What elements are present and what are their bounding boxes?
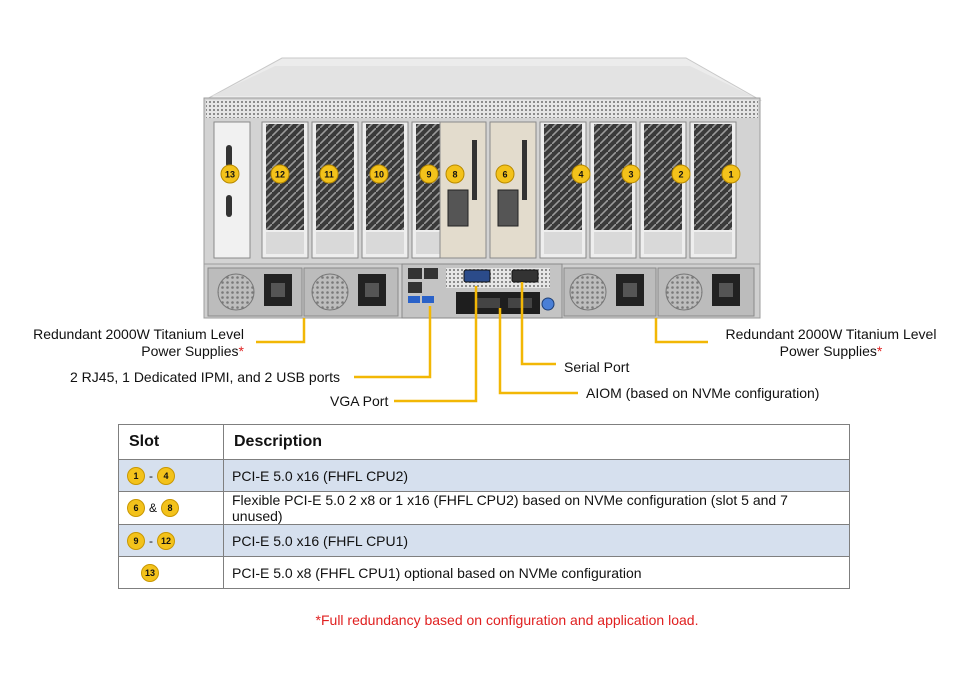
table-row: 1-4 PCI-E 5.0 x16 (FHFL CPU2) bbox=[118, 459, 850, 492]
slot-badge-circle bbox=[220, 164, 240, 184]
slot-badge: 6 bbox=[127, 499, 145, 518]
slot-badge-circle bbox=[445, 164, 465, 184]
slot-badge-circle bbox=[495, 164, 515, 184]
slot-badge-circle bbox=[270, 164, 290, 184]
pcie-slot bbox=[489, 121, 537, 259]
slot-badge-circle bbox=[621, 164, 641, 184]
callout-lines bbox=[256, 282, 708, 403]
slot-badge-label: 9 bbox=[426, 170, 431, 180]
slot-badge-label: 2 bbox=[678, 170, 683, 180]
psu-left-label: Redundant 2000W Titanium Level Power Sup… bbox=[33, 326, 244, 359]
slot-badge-circle bbox=[571, 164, 591, 184]
description-cell: PCI-E 5.0 x16 (FHFL CPU2) bbox=[223, 459, 850, 492]
pcie-slot bbox=[311, 121, 359, 259]
slot-range-cell: 1-4 bbox=[118, 459, 224, 492]
slot-range-cell: 13 bbox=[118, 556, 224, 589]
io-ports-label: 2 RJ45, 1 Dedicated IPMI, and 2 USB port… bbox=[70, 369, 341, 385]
slot-badge-label: 3 bbox=[628, 170, 633, 180]
slot-description-table: Slot Description 1-4 PCI-E 5.0 x16 (FHFL… bbox=[118, 424, 850, 589]
slot-badge-label: 4 bbox=[578, 170, 583, 180]
slot-badge-circle bbox=[671, 164, 691, 184]
aiom-label: AIOM (based on NVMe configuration) bbox=[586, 385, 820, 401]
slot-badge: 8 bbox=[161, 499, 180, 518]
pcie-slot bbox=[539, 121, 587, 259]
table-header-row: Slot Description bbox=[118, 424, 850, 460]
slot-badge-circle bbox=[319, 164, 339, 184]
slot-range-cell: 6&8 bbox=[118, 491, 224, 525]
slot-badge-label: 10 bbox=[374, 170, 384, 180]
psu-left-pair bbox=[207, 267, 399, 317]
slot-column-header: Slot bbox=[118, 424, 224, 460]
slot-badge: 12 bbox=[157, 531, 175, 550]
vga-port-label: VGA Port bbox=[330, 393, 389, 409]
slot-badge: 9 bbox=[127, 531, 145, 550]
description-column-header: Description bbox=[223, 424, 850, 460]
pcie-slot bbox=[639, 121, 687, 259]
io-panel bbox=[401, 263, 563, 319]
slot-badge-label: 1 bbox=[728, 170, 733, 180]
slot-number-badges: 13 12 11 10 9 8 6 4 3 2 1 bbox=[220, 164, 741, 184]
pcie-slot bbox=[689, 121, 737, 259]
footnote: *Full redundancy based on configuration … bbox=[315, 612, 699, 628]
pcie-slot bbox=[439, 121, 487, 259]
table-row: 13 PCI-E 5.0 x8 (FHFL CPU1) optional bas… bbox=[118, 556, 850, 589]
slot-badge-label: 6 bbox=[502, 170, 507, 180]
table-row: 6&8 Flexible PCI-E 5.0 2 x8 or 1 x16 (FH… bbox=[118, 491, 850, 525]
slot-badge-circle bbox=[369, 164, 389, 184]
slot-badge-label: 8 bbox=[452, 170, 457, 180]
pcie-slot bbox=[589, 121, 637, 259]
slot-range-cell: 9-12 bbox=[118, 524, 224, 557]
pcie-slot-area bbox=[213, 121, 737, 259]
pcie-slot bbox=[361, 121, 409, 259]
slot-badge: 4 bbox=[157, 466, 175, 485]
psu-right-pair bbox=[563, 267, 755, 317]
description-cell: Flexible PCI-E 5.0 2 x8 or 1 x16 (FHFL C… bbox=[223, 491, 850, 525]
slot-badge-circle bbox=[721, 164, 741, 184]
pcie-slot bbox=[213, 121, 251, 259]
pcie-slot bbox=[261, 121, 309, 259]
table-row: 9-12 PCI-E 5.0 x16 (FHFL CPU1) bbox=[118, 524, 850, 557]
server-rear-view: 13 12 11 10 9 8 6 4 3 2 1 bbox=[203, 57, 762, 403]
slot-badge: 13 bbox=[141, 563, 159, 582]
description-cell: PCI-E 5.0 x16 (FHFL CPU1) bbox=[223, 524, 850, 557]
psu-right-label: Redundant 2000W Titanium Level Power Sup… bbox=[725, 326, 937, 359]
slot-badge: 1 bbox=[127, 466, 145, 485]
slot-badge-label: 12 bbox=[275, 170, 285, 180]
description-cell: PCI-E 5.0 x8 (FHFL CPU1) optional based … bbox=[223, 556, 850, 589]
slot-badge-circle bbox=[419, 164, 439, 184]
serial-port-label: Serial Port bbox=[564, 359, 630, 375]
slot-badge-label: 11 bbox=[324, 170, 334, 180]
slot-badge-label: 13 bbox=[225, 170, 235, 180]
